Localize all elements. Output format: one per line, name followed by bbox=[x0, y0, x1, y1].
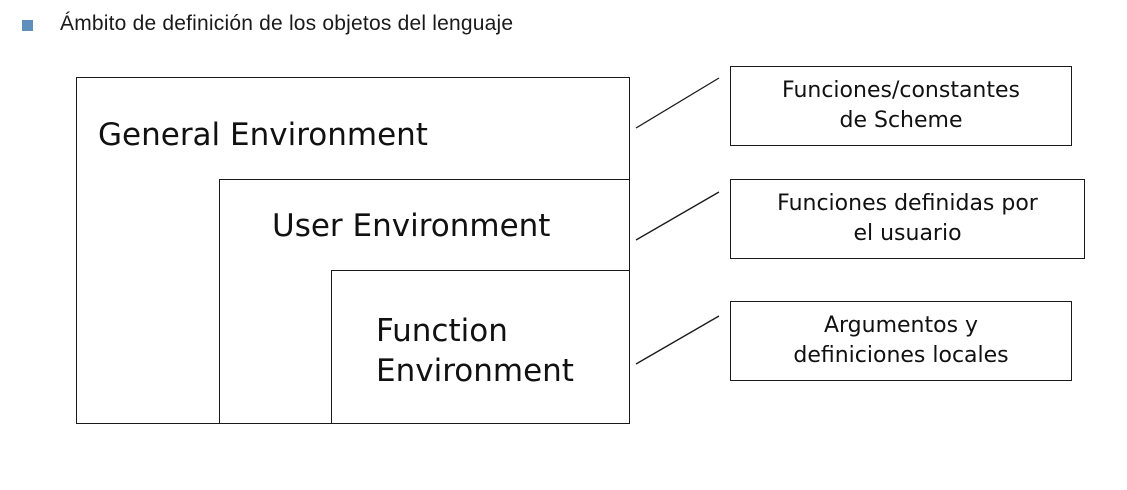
function-environment-label-line2: Environment bbox=[376, 353, 574, 389]
heading-text: Ámbito de definición de los objetos del … bbox=[60, 12, 514, 35]
general-environment-label: General Environment bbox=[98, 117, 428, 153]
note-function-line1: Argumentos y bbox=[823, 313, 979, 338]
note-user-line2: el usuario bbox=[853, 221, 962, 246]
connector-general bbox=[635, 77, 720, 129]
note-general-line1: Funciones/constantes bbox=[782, 78, 1020, 103]
user-environment-label: User Environment bbox=[272, 208, 551, 244]
note-user-line1: Funciones definidas por bbox=[777, 191, 1038, 216]
function-environment-box bbox=[331, 270, 630, 424]
slide-heading: Ámbito de definición de los objetos del … bbox=[22, 6, 513, 42]
note-user: Funciones definidas por el usuario bbox=[730, 179, 1085, 259]
function-environment-label-line1: Function bbox=[376, 313, 508, 349]
square-bullet-icon bbox=[22, 19, 33, 31]
connector-user bbox=[635, 191, 720, 241]
note-general: Funciones/constantes de Scheme bbox=[730, 66, 1072, 146]
note-function: Argumentos y definiciones locales bbox=[730, 301, 1072, 381]
note-general-line2: de Scheme bbox=[839, 108, 963, 133]
note-function-line2: definiciones locales bbox=[793, 343, 1009, 368]
connector-function bbox=[635, 315, 720, 365]
